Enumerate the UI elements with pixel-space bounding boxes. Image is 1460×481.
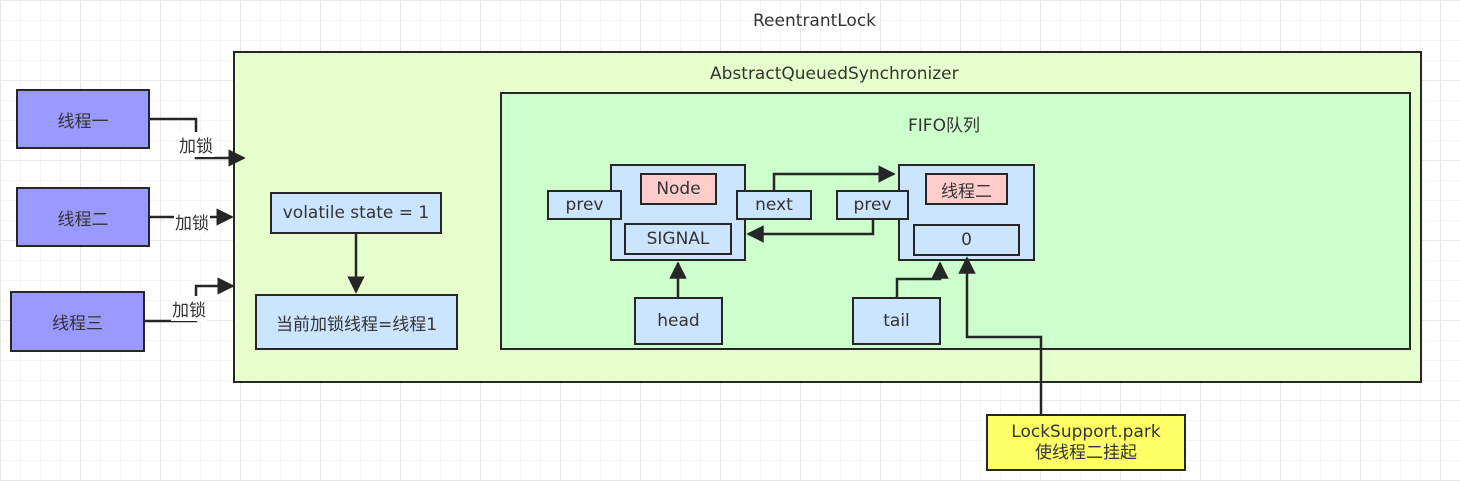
park-arrow bbox=[958, 256, 1043, 414]
node1-next: next bbox=[736, 190, 812, 220]
thread-3-box: 线程三 bbox=[10, 291, 145, 352]
park-note-line2: 使线程二挂起 bbox=[1035, 442, 1137, 463]
state-box: volatile state = 1 bbox=[270, 192, 442, 234]
thread-2-box: 线程二 bbox=[16, 187, 150, 247]
park-note-line1: LockSupport.park bbox=[1011, 421, 1161, 442]
thread-2-edge-label: 加锁 bbox=[174, 209, 210, 234]
fifo-title: FIFO队列 bbox=[908, 116, 980, 136]
node1-prev: prev bbox=[547, 190, 622, 220]
thread-3-edge-label: 加锁 bbox=[171, 296, 207, 321]
tail-arrow bbox=[895, 261, 949, 297]
node2-status: 0 bbox=[913, 224, 1020, 256]
owner-box: 当前加锁线程=线程1 bbox=[255, 294, 458, 350]
thread-1-edge-label: 加锁 bbox=[178, 132, 214, 157]
aqs-title: AbstractQueuedSynchronizer bbox=[710, 64, 959, 84]
prev-arrow bbox=[746, 220, 875, 243]
tail-box: tail bbox=[852, 297, 941, 345]
head-box: head bbox=[634, 297, 723, 345]
node2-title: 线程二 bbox=[925, 173, 1008, 205]
park-note: LockSupport.park 使线程二挂起 bbox=[986, 414, 1186, 471]
node1-status: SIGNAL bbox=[624, 223, 732, 255]
node2-prev: prev bbox=[836, 190, 909, 220]
node1-title: Node bbox=[640, 173, 717, 205]
next-arrow bbox=[772, 165, 896, 190]
reentrantlock-title: ReentrantLock bbox=[753, 11, 877, 31]
thread-1-box: 线程一 bbox=[16, 89, 150, 149]
